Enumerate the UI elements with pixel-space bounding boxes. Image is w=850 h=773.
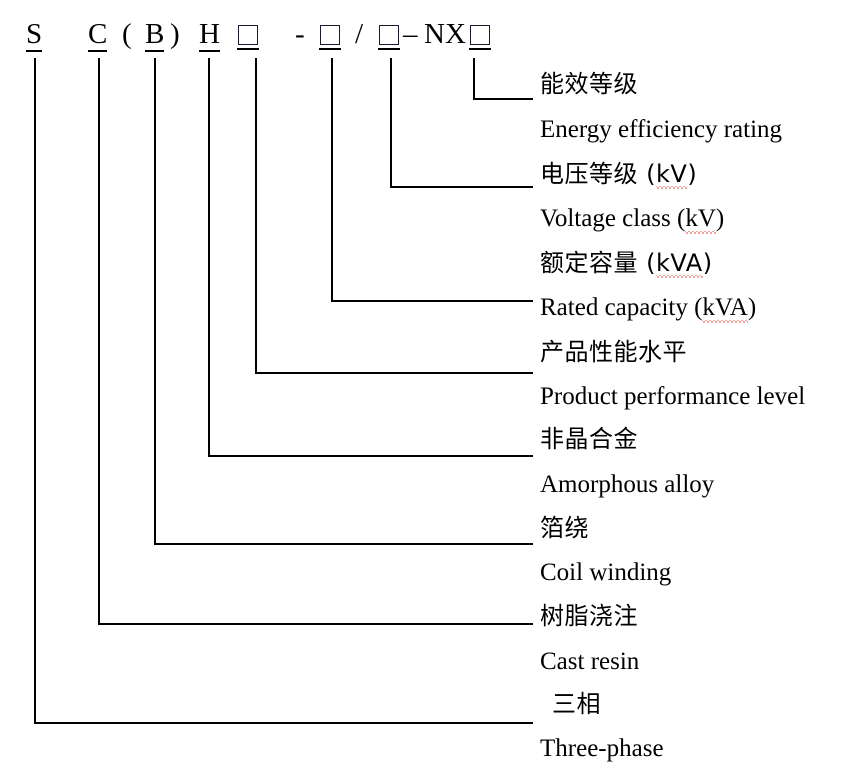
designation-box-10 (378, 25, 400, 50)
leader-vertical-coil-winding (154, 58, 156, 543)
leader-horizontal-amorphous-alloy (208, 455, 533, 457)
label-amorphous-alloy-en: Amorphous alloy (540, 471, 715, 498)
designation-box-13 (469, 25, 491, 50)
label-cast-resin-cn: 树脂浇注 (540, 602, 638, 630)
designation-code-: ( (122, 18, 132, 50)
designation-formula: S C ( B) H - / –NX (0, 0, 530, 60)
label-product-performance-cn: 产品性能水平 (540, 338, 687, 366)
label-voltage-class-en: Voltage class (kV) (540, 205, 725, 234)
label-cast-resin-en: Cast resin (540, 648, 640, 675)
spellcheck-underline: kV (656, 160, 688, 189)
label-three-phase-en: Three-phase (540, 735, 664, 762)
leader-horizontal-energy-efficiency (473, 98, 533, 100)
label-rated-capacity-en: Rated capacity (kVA) (540, 294, 757, 323)
designation-code-S: S (26, 18, 43, 52)
leader-horizontal-voltage-class (390, 186, 533, 188)
spellcheck-underline: kVA (656, 249, 703, 278)
leader-vertical-three-phase (34, 58, 36, 722)
leader-horizontal-rated-capacity (331, 300, 533, 302)
leader-vertical-energy-efficiency (473, 58, 475, 98)
designation-code-NX: NX (424, 18, 466, 50)
label-amorphous-alloy-cn: 非晶合金 (540, 425, 638, 453)
leader-vertical-cast-resin (98, 58, 100, 623)
designation-code-H: H (199, 18, 220, 52)
designation-box-8 (319, 25, 341, 50)
designation-code-C: C (88, 18, 108, 52)
designation-code-: - (295, 18, 305, 50)
spellcheck-underline: kV (685, 205, 716, 234)
label-coil-winding-en: Coil winding (540, 559, 672, 586)
spellcheck-underline: kVA (702, 294, 749, 323)
leader-horizontal-coil-winding (154, 543, 533, 545)
leader-horizontal-cast-resin (98, 623, 533, 625)
label-rated-capacity-cn: 额定容量 (kVA) (540, 249, 713, 278)
label-voltage-class-cn: 电压等级 (kV) (540, 160, 698, 189)
leader-horizontal-three-phase (34, 722, 533, 724)
leader-vertical-rated-capacity (331, 58, 333, 300)
designation-code-B: B (145, 18, 165, 52)
leader-vertical-voltage-class (390, 58, 392, 186)
designation-box-6 (237, 25, 259, 50)
leader-vertical-product-performance (255, 58, 257, 372)
label-product-performance-en: Product performance level (540, 383, 806, 410)
designation-code-: ) (170, 18, 180, 50)
label-three-phase-cn: 三相 (552, 690, 601, 718)
leader-horizontal-product-performance (255, 372, 533, 374)
designation-code-: / (355, 18, 364, 50)
leader-vertical-amorphous-alloy (208, 58, 210, 455)
label-energy-efficiency-cn: 能效等级 (540, 70, 638, 98)
label-coil-winding-cn: 箔绕 (540, 514, 589, 542)
designation-code-: – (403, 18, 418, 50)
label-energy-efficiency-en: Energy efficiency rating (540, 116, 783, 143)
